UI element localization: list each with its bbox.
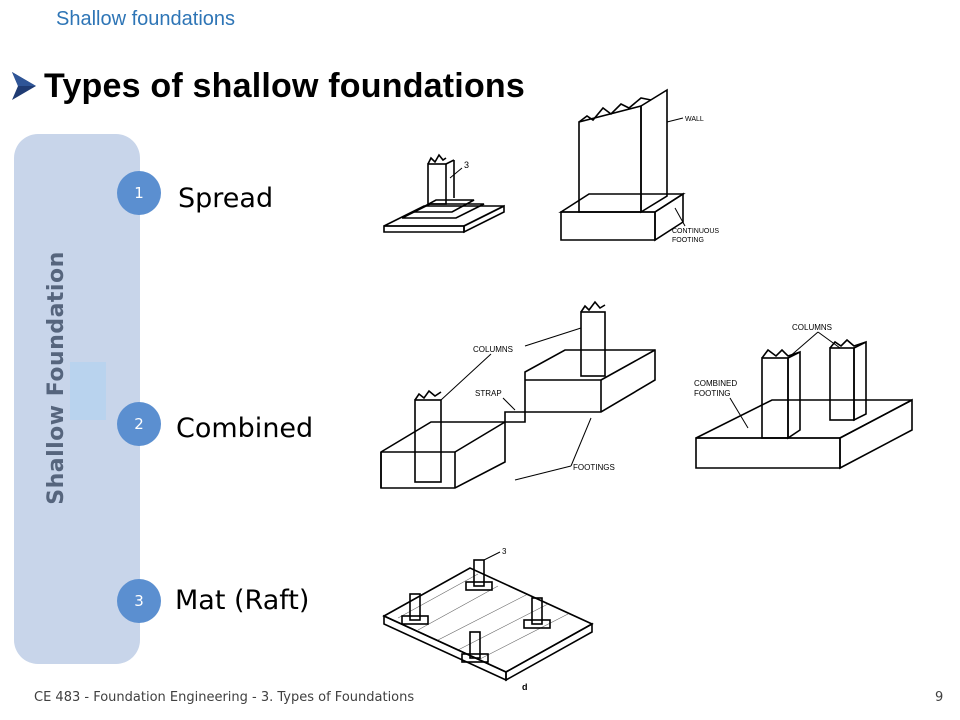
continuous-label-1: CONTINUOUS <box>672 228 719 235</box>
wall-footing-figure: WALL CONTINUOUS FOOTING <box>558 88 719 244</box>
item-label-mat: Mat (Raft) <box>175 585 310 616</box>
item-label-spread: Spread <box>178 183 274 214</box>
page-number: 9 <box>935 690 944 705</box>
mat-foundation-figure: 3 d <box>382 547 594 692</box>
footings-label: FOOTINGS <box>573 463 615 472</box>
strap-columns-label: COLUMNS <box>473 345 513 354</box>
side-panel-label: Shallow Foundation <box>44 251 69 505</box>
continuous-label-2: FOOTING <box>672 237 704 244</box>
section-topic: Shallow foundations <box>56 8 236 30</box>
spread-callout-text: 3 <box>464 160 469 170</box>
spread-footing-figure: 3 <box>383 153 505 234</box>
mat-callout-text: 3 <box>502 547 507 556</box>
wall-label: WALL <box>685 116 704 123</box>
strap-label: STRAP <box>475 389 502 398</box>
combined-footing-label-2: FOOTING <box>694 389 730 398</box>
panel-accent <box>70 362 106 420</box>
item-label-combined: Combined <box>176 413 314 444</box>
item-badge-1: 1 <box>117 171 161 215</box>
slide-footer: CE 483 - Foundation Engineering - 3. Typ… <box>34 690 415 705</box>
item-badge-3: 3 <box>117 579 161 623</box>
mat-caption: d <box>522 682 528 692</box>
item-badge-2: 2 <box>117 402 161 446</box>
arrow-bullet-icon <box>12 72 36 100</box>
combined-footing-figure: COLUMNS COMBINED FOOTING <box>694 323 913 470</box>
strap-footing-figure: COLUMNS STRAP FOOTINGS <box>380 300 656 489</box>
slide-title: Types of shallow foundations <box>10 66 525 106</box>
combined-footing-label-1: COMBINED <box>694 379 737 388</box>
combined-columns-label: COLUMNS <box>792 323 832 332</box>
slide-title-text: Types of shallow foundations <box>44 66 525 105</box>
